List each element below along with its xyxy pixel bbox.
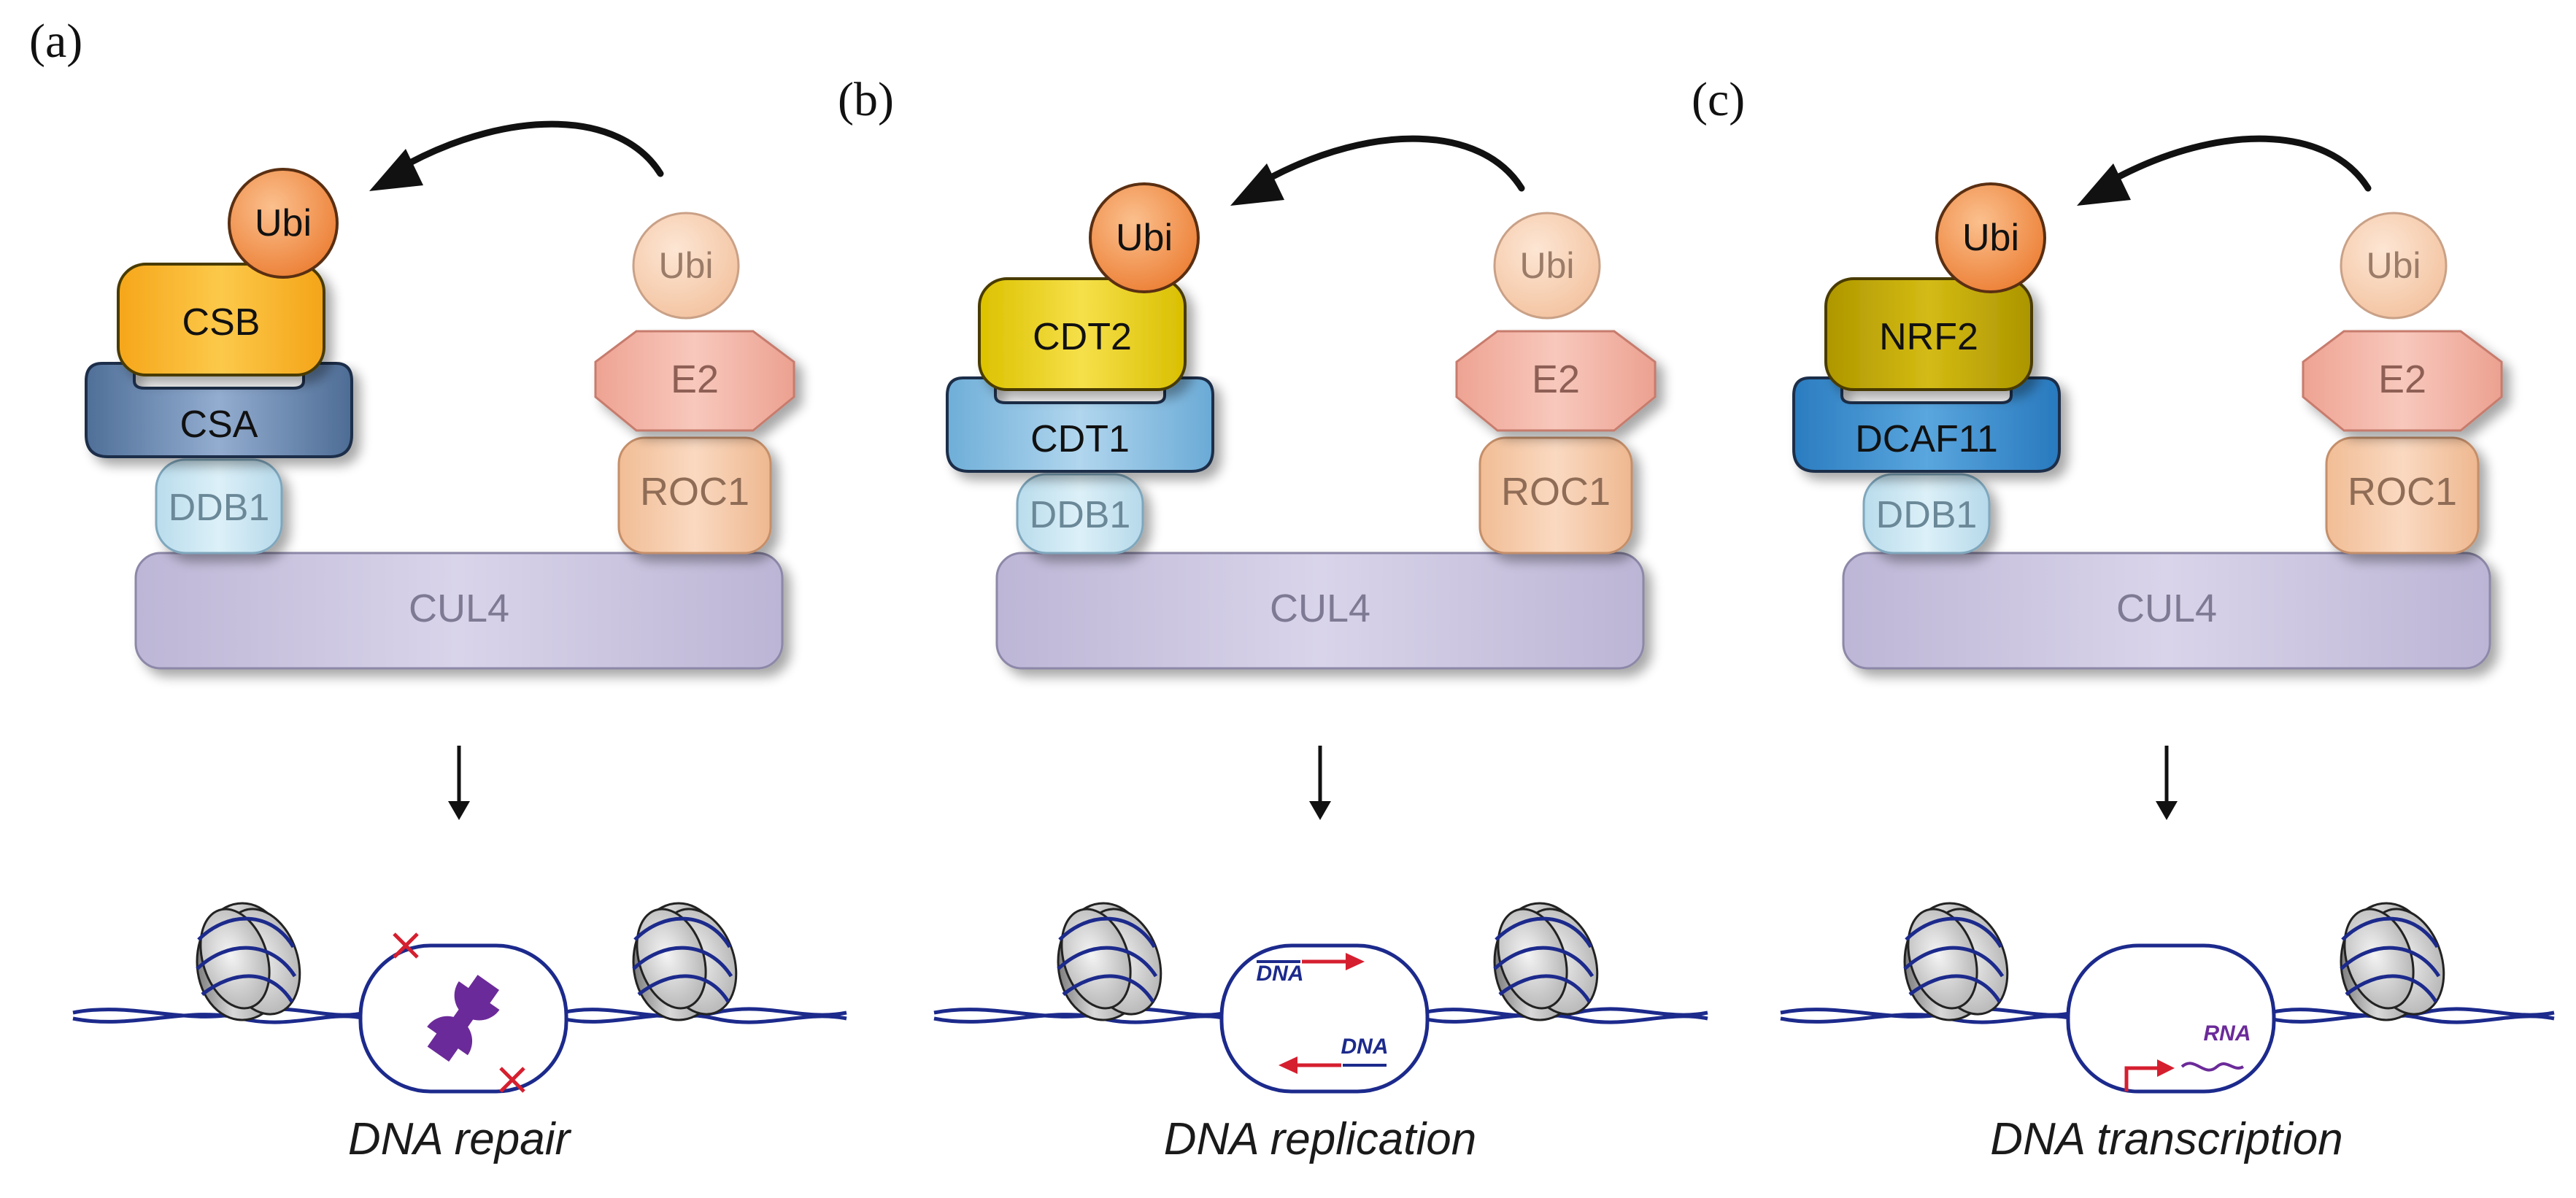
outcome-caption: DNA repair bbox=[348, 1114, 572, 1164]
cul4-label: CUL4 bbox=[2116, 587, 2217, 630]
ubi-target bbox=[228, 168, 339, 279]
substrate-protein bbox=[1824, 277, 2033, 391]
strand-label-top: DNA bbox=[1257, 962, 1304, 986]
roc1-label: ROC1 bbox=[640, 470, 749, 514]
cul4-scaffold bbox=[1842, 552, 2491, 670]
down-arrow bbox=[2156, 746, 2178, 820]
panel-letter: (b) bbox=[838, 73, 894, 126]
ubiquitin-transfer-arrow bbox=[369, 120, 664, 191]
ubi-target bbox=[1935, 182, 2046, 293]
wrench-icon bbox=[427, 975, 500, 1062]
ubi-target-label: Ubi bbox=[1116, 217, 1173, 259]
panel-letter: (a) bbox=[29, 15, 82, 68]
ddb1-label: DDB1 bbox=[169, 487, 270, 529]
replication-fork-top bbox=[1257, 953, 1365, 970]
receptor-label: DCAF11 bbox=[1855, 418, 1998, 460]
ubi-donor bbox=[2340, 212, 2448, 320]
ddb1-adaptor bbox=[1016, 473, 1144, 554]
ubi-donor-label: Ubi bbox=[658, 245, 713, 286]
strand-label-bottom: DNA bbox=[1341, 1035, 1389, 1059]
e2-label: E2 bbox=[671, 358, 719, 401]
down-arrow bbox=[448, 746, 470, 820]
cul4-label: CUL4 bbox=[1270, 587, 1370, 630]
nucleosome-left bbox=[1050, 899, 1174, 1024]
replication-fork-bottom bbox=[1279, 1056, 1387, 1074]
damage-x-mark bbox=[499, 1067, 525, 1093]
dna-bubble bbox=[2066, 943, 2276, 1094]
cul4-label: CUL4 bbox=[409, 587, 509, 630]
nucleosome-left bbox=[1897, 899, 2021, 1024]
nucleosome-left bbox=[189, 899, 313, 1024]
substrate-label: CDT2 bbox=[1033, 316, 1132, 358]
roc1-ring bbox=[2325, 436, 2480, 554]
ubi-donor bbox=[632, 212, 740, 320]
ubi-target-label: Ubi bbox=[255, 202, 312, 244]
down-arrow bbox=[1309, 746, 1331, 820]
nucleosome-right bbox=[625, 899, 749, 1024]
receptor-label: CSA bbox=[180, 403, 258, 446]
receptor-label: CDT1 bbox=[1030, 418, 1130, 460]
ubi-donor bbox=[1493, 212, 1601, 320]
substrate-label: NRF2 bbox=[1879, 316, 1978, 358]
roc1-label: ROC1 bbox=[1501, 470, 1611, 514]
ubi-donor-label: Ubi bbox=[2366, 245, 2421, 286]
e2-enzyme bbox=[2302, 330, 2503, 432]
ddb1-label: DDB1 bbox=[1876, 494, 1978, 536]
ubi-target-label: Ubi bbox=[1962, 217, 2019, 259]
e2-label: E2 bbox=[2378, 358, 2426, 401]
outcome-caption: DNA replication bbox=[1164, 1114, 1476, 1164]
e2-label: E2 bbox=[1532, 358, 1580, 401]
damage-x-mark bbox=[393, 932, 419, 959]
ubiquitin-transfer-arrow bbox=[2077, 135, 2372, 206]
nucleosome-right bbox=[1486, 899, 1611, 1024]
cul4-scaffold bbox=[995, 552, 1645, 670]
ddb1-adaptor bbox=[155, 458, 283, 554]
ddb1-adaptor bbox=[1862, 473, 1991, 554]
roc1-label: ROC1 bbox=[2348, 470, 2457, 514]
ubi-target bbox=[1089, 182, 1200, 293]
e2-enzyme bbox=[594, 330, 795, 432]
dna-bubble bbox=[1219, 943, 1430, 1094]
substrate-protein bbox=[117, 263, 325, 376]
rna-label: RNA bbox=[2204, 1021, 2251, 1046]
ubiquitin-transfer-arrow bbox=[1230, 135, 1525, 206]
rna-transcript bbox=[2180, 1062, 2244, 1072]
ddb1-label: DDB1 bbox=[1030, 494, 1131, 536]
e2-enzyme bbox=[1455, 330, 1657, 432]
substrate-label: CSB bbox=[182, 301, 261, 344]
ubi-donor-label: Ubi bbox=[1519, 245, 1574, 286]
nucleosome-right bbox=[2333, 899, 2457, 1024]
roc1-ring bbox=[617, 436, 772, 554]
cul4-scaffold bbox=[134, 552, 784, 670]
promoter-arrow bbox=[2124, 1059, 2175, 1091]
substrate-protein bbox=[978, 277, 1187, 391]
roc1-ring bbox=[1478, 436, 1633, 554]
panel-letter: (c) bbox=[1692, 73, 1745, 126]
outcome-caption: DNA transcription bbox=[1990, 1114, 2343, 1164]
